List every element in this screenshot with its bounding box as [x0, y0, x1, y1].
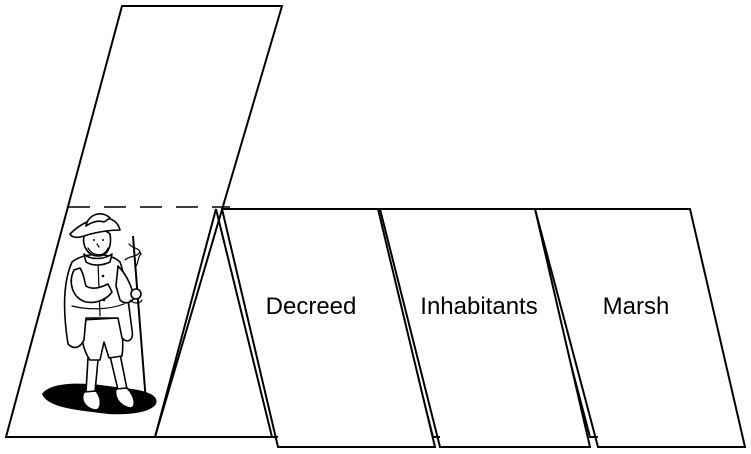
colonial-soldier-with-pike-icon	[42, 213, 157, 415]
flap-3-label: Marsh	[603, 293, 670, 320]
flap-2: Inhabitants	[374, 208, 592, 448]
flap-2-label: Inhabitants	[420, 293, 537, 320]
flap-1-label: Decreed	[266, 293, 357, 320]
flap-1: Decreed	[215, 208, 437, 448]
